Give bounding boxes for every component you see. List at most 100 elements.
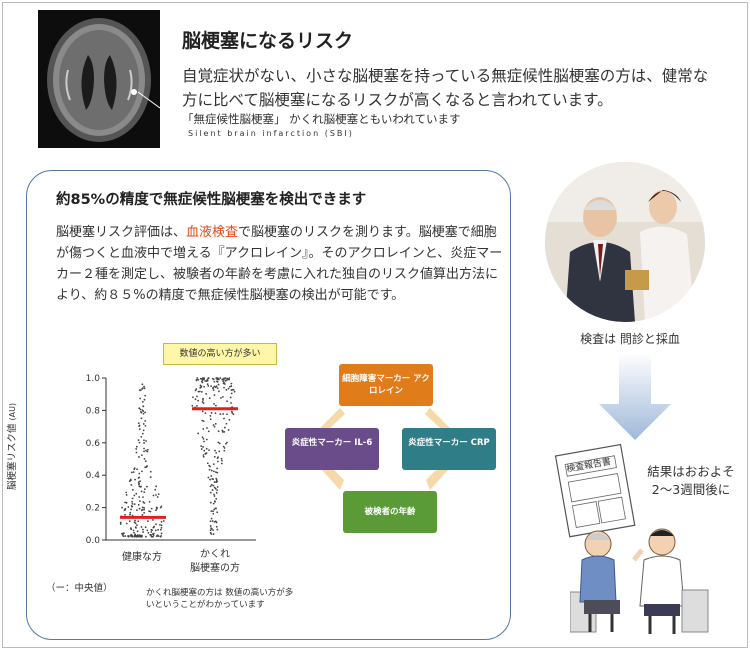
healthy-point xyxy=(119,523,122,525)
healthy-point xyxy=(140,485,142,488)
healthy-point xyxy=(130,528,133,531)
sbi-point xyxy=(225,422,228,425)
healthy-point xyxy=(150,531,153,533)
healthy-point xyxy=(157,528,159,531)
sbi-point xyxy=(212,510,214,513)
healthy-point xyxy=(149,476,152,478)
healthy-point xyxy=(140,411,142,413)
sbi-point xyxy=(224,377,227,380)
healthy-point xyxy=(140,535,143,538)
healthy-point xyxy=(137,422,140,425)
healthy-point xyxy=(138,428,141,431)
node-il6: 炎症性マーカー IL-6 xyxy=(285,428,379,470)
sbi-point xyxy=(217,430,220,433)
sbi-point xyxy=(197,432,200,435)
healthy-point xyxy=(133,531,135,534)
sbi-point xyxy=(198,390,201,393)
y-tick-label: 0.2 xyxy=(86,504,100,514)
healthy-point xyxy=(134,534,137,537)
healthy-point xyxy=(124,513,126,516)
sbi-point xyxy=(209,520,212,523)
sbi-point xyxy=(215,525,218,528)
sbi-point xyxy=(223,426,226,429)
healthy-point xyxy=(119,521,122,524)
sbi-point xyxy=(202,397,204,400)
sbi-point xyxy=(219,377,222,379)
sbi-point xyxy=(202,438,205,440)
sbi-point xyxy=(201,381,204,384)
healthy-point xyxy=(132,529,135,532)
healthy-point xyxy=(144,466,147,469)
healthy-point xyxy=(144,535,147,538)
sbi-point xyxy=(197,390,200,393)
healthy-point xyxy=(121,533,124,536)
healthy-point xyxy=(147,531,150,534)
sbi-point xyxy=(194,398,197,400)
healthy-point xyxy=(138,425,141,427)
healthy-point xyxy=(139,480,141,483)
sbi-point xyxy=(208,464,211,467)
sbi-point xyxy=(204,380,207,382)
healthy-point xyxy=(140,490,143,493)
sbi-point xyxy=(196,404,198,407)
healthy-point xyxy=(157,493,160,496)
healthy-point xyxy=(152,535,154,538)
sbi-point xyxy=(205,392,208,395)
sbi-point xyxy=(228,385,231,388)
node-age: 被検者の年齢 xyxy=(343,491,437,533)
sbi-point xyxy=(213,402,215,405)
sbi-point xyxy=(210,510,213,513)
sbi-note: 「無症候性脳梗塞」 かくれ脳梗塞ともいわれています xyxy=(182,112,461,126)
sbi-point xyxy=(201,410,204,413)
healthy-point xyxy=(141,470,143,473)
sbi-point xyxy=(208,449,210,452)
healthy-point xyxy=(143,447,145,450)
sbi-point xyxy=(230,402,233,404)
healthy-point xyxy=(156,534,159,537)
sbi-point xyxy=(213,493,215,496)
healthy-point xyxy=(140,509,143,512)
sbi-point xyxy=(223,447,226,449)
sbi-point xyxy=(213,481,216,483)
sbi-point xyxy=(213,455,216,458)
healthy-point xyxy=(131,500,133,503)
sbi-point xyxy=(227,387,230,390)
healthy-point xyxy=(144,394,147,397)
sbi-point xyxy=(220,397,222,399)
sbi-point xyxy=(203,449,206,452)
healthy-point xyxy=(145,449,147,452)
healthy-point xyxy=(144,420,147,422)
sbi-point xyxy=(215,507,217,510)
healthy-point xyxy=(144,411,146,414)
sbi-point xyxy=(202,399,204,401)
healthy-point xyxy=(143,387,146,390)
healthy-point xyxy=(135,445,138,448)
chart-ylabel: 脳梗塞リスク値 (AU) xyxy=(7,402,18,490)
sbi-point xyxy=(213,380,216,383)
healthy-point xyxy=(131,497,134,500)
healthy-point xyxy=(127,535,130,538)
sbi-point xyxy=(216,380,219,383)
sbi-point xyxy=(213,520,216,523)
sbi-point xyxy=(214,404,217,407)
sbi-point xyxy=(216,467,219,470)
sbi-point xyxy=(199,387,202,389)
healthy-point xyxy=(146,485,148,488)
result-text: 結果はおおよそ 2〜3週間後に xyxy=(647,464,735,497)
sbi-point xyxy=(228,377,231,380)
sbi-point xyxy=(214,449,216,452)
sbi-point xyxy=(213,385,216,388)
sbi-point xyxy=(223,417,225,420)
healthy-point xyxy=(156,496,159,498)
healthy-point xyxy=(141,506,144,509)
healthy-point xyxy=(152,519,154,521)
sbi-point xyxy=(223,381,225,384)
sbi-point xyxy=(226,400,228,403)
healthy-point xyxy=(141,432,144,435)
healthy-point xyxy=(137,503,140,506)
y-tick-label: 0.4 xyxy=(86,471,101,481)
sbi-point xyxy=(226,378,229,381)
sbi-point xyxy=(209,532,212,534)
sbi-point xyxy=(215,377,218,379)
